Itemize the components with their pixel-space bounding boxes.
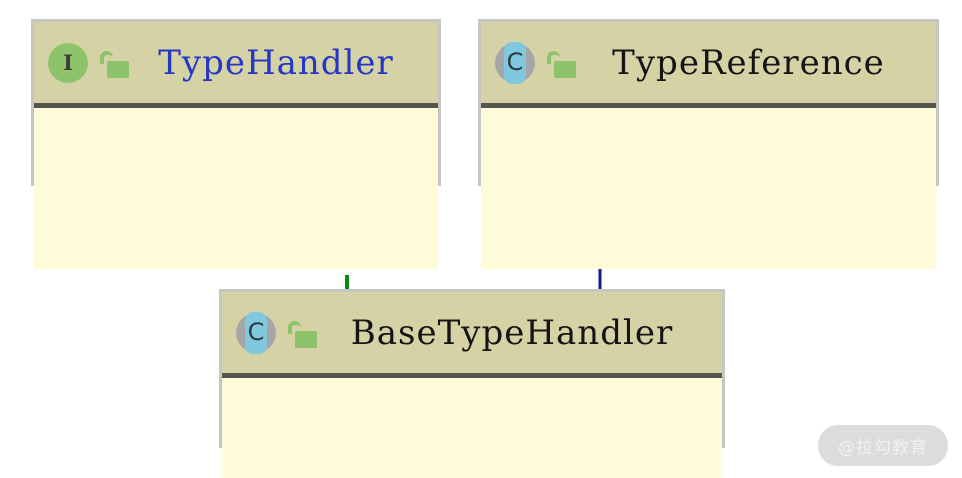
uml-class-members-area [481, 108, 936, 269]
uml-class-title: BaseTypeHandler [350, 312, 674, 353]
class-icon-band: C [504, 41, 526, 84]
unlocked-padlock-icon [98, 43, 132, 83]
padlock-body [107, 60, 129, 78]
class-icon-band: C [245, 311, 267, 354]
padlock-body [554, 60, 576, 78]
interface-letter: I [48, 42, 88, 83]
class-letter: C [506, 48, 524, 76]
padlock-shackle [547, 50, 560, 64]
uml-class-members-area [222, 378, 722, 478]
uml-class-header: C TypeReference [481, 22, 936, 108]
padlock-shackle [288, 320, 301, 334]
class-icon: C [234, 311, 278, 355]
uml-class-title: TypeHandler [158, 42, 394, 83]
unlocked-padlock-icon [545, 43, 579, 83]
uml-class-members-area [34, 108, 438, 269]
interface-icon: I [46, 41, 90, 85]
uml-class-base-type-handler[interactable]: C BaseTypeHandler [219, 289, 725, 478]
padlock-body [295, 330, 317, 348]
uml-class-header: C BaseTypeHandler [222, 292, 722, 378]
class-letter: C [247, 318, 265, 346]
class-icon: C [493, 41, 537, 85]
watermark: @拉勾教育 [818, 425, 948, 466]
uml-class-header: I TypeHandler [34, 22, 438, 108]
uml-class-type-reference[interactable]: C TypeReference [478, 19, 939, 269]
padlock-shackle [100, 50, 113, 64]
uml-class-type-handler[interactable]: I TypeHandler [31, 19, 441, 269]
unlocked-padlock-icon [286, 313, 320, 353]
uml-class-title: TypeReference [612, 42, 885, 83]
